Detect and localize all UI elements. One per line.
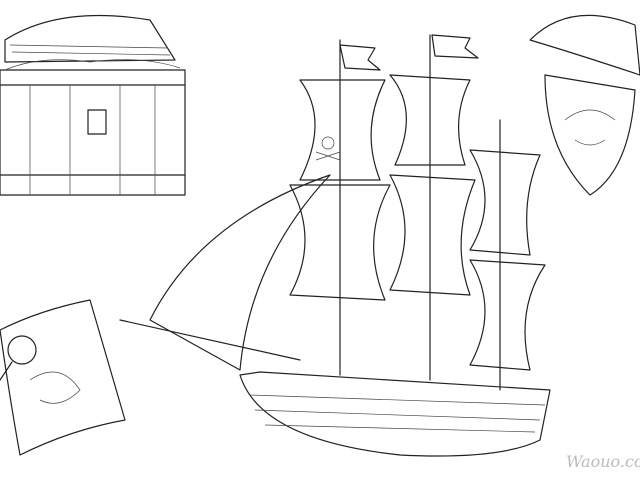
ship <box>119 34 551 457</box>
watermark: Waouo.com <box>566 452 640 471</box>
treasure-map <box>0 299 126 456</box>
treasure-chest <box>0 14 186 196</box>
pirate-head <box>529 14 640 196</box>
